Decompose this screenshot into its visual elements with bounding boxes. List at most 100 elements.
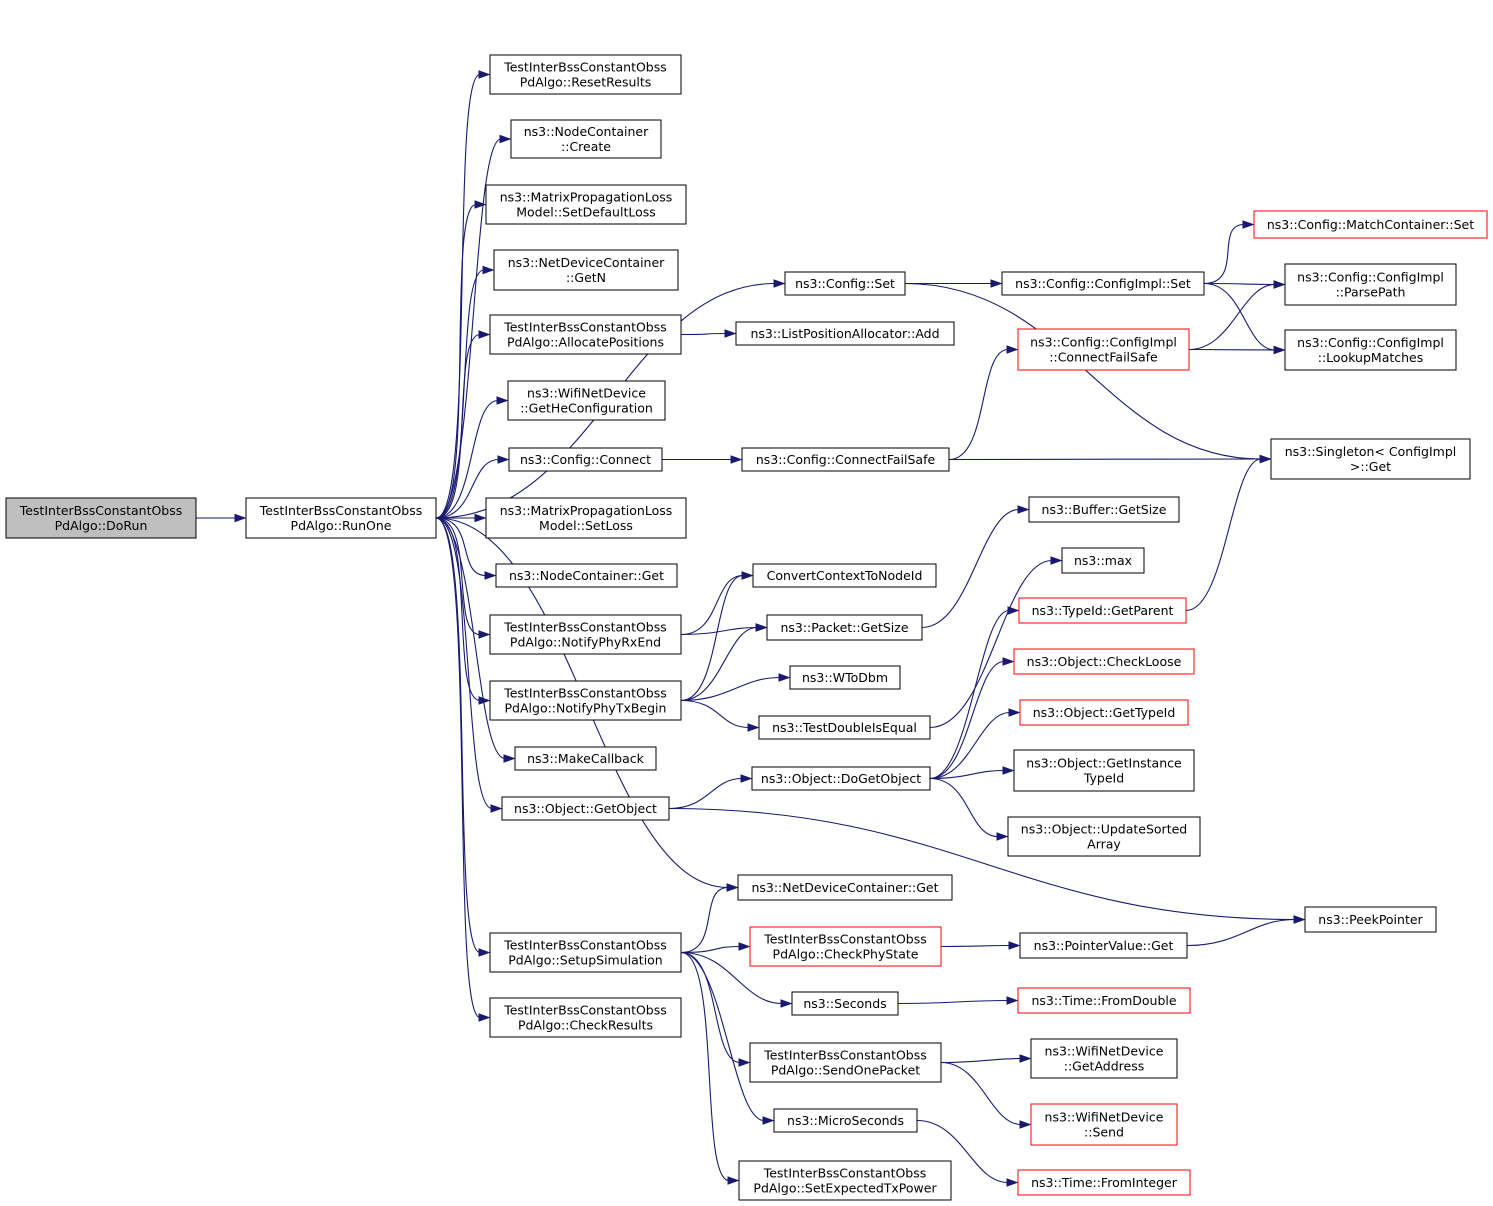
node-lookupMatches[interactable]: ns3::Config::ConfigImpl::LookupMatches [1284, 329, 1457, 371]
node-box-getObject[interactable] [501, 796, 670, 821]
node-makeCallback[interactable]: ns3::MakeCallback [514, 746, 657, 771]
node-box-timeFromInteger[interactable] [1017, 1169, 1191, 1196]
node-configImplSet[interactable]: ns3::Config::ConfigImpl::Set [1001, 271, 1205, 296]
node-box-seconds[interactable] [791, 991, 899, 1016]
node-box-nodeContainerGet[interactable] [495, 563, 678, 588]
node-box-checkLoose[interactable] [1013, 648, 1195, 675]
node-box-doRun[interactable] [5, 497, 197, 539]
node-box-configConnectFailSafe[interactable] [741, 447, 950, 472]
node-getObject[interactable]: ns3::Object::GetObject [501, 796, 670, 821]
node-setDefaultLoss[interactable]: ns3::MatrixPropagationLossModel::SetDefa… [485, 184, 687, 225]
node-nodeContainerGet[interactable]: ns3::NodeContainer::Get [495, 563, 678, 588]
node-microSeconds[interactable]: ns3::MicroSeconds [773, 1108, 918, 1133]
node-box-typeIdGetParent[interactable] [1018, 597, 1187, 624]
node-box-matchContainerSet[interactable] [1253, 210, 1488, 239]
node-box-peekPointer[interactable] [1304, 906, 1437, 933]
node-box-configImplSet[interactable] [1001, 271, 1205, 296]
node-box-max[interactable] [1061, 547, 1145, 574]
node-typeIdGetParent[interactable]: ns3::TypeId::GetParent [1018, 597, 1187, 624]
node-checkResults[interactable]: TestInterBssConstantObssPdAlgo::CheckRes… [489, 997, 682, 1038]
node-setExpectedTxPower[interactable]: TestInterBssConstantObssPdAlgo::SetExpec… [738, 1160, 952, 1201]
node-resetResults[interactable]: TestInterBssConstantObssPdAlgo::ResetRes… [489, 54, 682, 95]
node-configConnect[interactable]: ns3::Config::Connect [508, 447, 663, 472]
node-box-nodeContainerCreate[interactable] [510, 119, 662, 159]
node-box-packetGetSize[interactable] [766, 614, 923, 641]
node-box-wifiSend[interactable] [1030, 1103, 1178, 1146]
node-box-microSeconds[interactable] [773, 1108, 918, 1133]
node-configImplConnectFailSafe[interactable]: ns3::Config::ConfigImpl::ConnectFailSafe [1017, 328, 1190, 371]
node-box-notifyPhyTxBegin[interactable] [489, 680, 682, 721]
node-nodeContainerCreate[interactable]: ns3::NodeContainer::Create [510, 119, 662, 159]
node-box-setExpectedTxPower[interactable] [738, 1160, 952, 1201]
node-sendOnePacket[interactable]: TestInterBssConstantObssPdAlgo::SendOneP… [749, 1042, 942, 1083]
node-max[interactable]: ns3::max [1061, 547, 1145, 574]
node-box-pointerValueGet[interactable] [1019, 932, 1188, 959]
node-box-configSet[interactable] [784, 271, 906, 296]
node-netDeviceContainerGet[interactable]: ns3::NetDeviceContainer::Get [737, 874, 953, 901]
node-getN[interactable]: ns3::NetDeviceContainer::GetN [493, 249, 679, 291]
node-box-convertContext[interactable] [752, 563, 937, 588]
node-box-allocatePositions[interactable] [489, 314, 682, 355]
node-checkPhyState[interactable]: TestInterBssConstantObssPdAlgo::CheckPhy… [749, 926, 942, 967]
node-notifyPhyTxBegin[interactable]: TestInterBssConstantObssPdAlgo::NotifyPh… [489, 680, 682, 721]
node-box-testDoubleIsEqual[interactable] [758, 715, 931, 740]
node-timeFromDouble[interactable]: ns3::Time::FromDouble [1017, 987, 1191, 1014]
node-matchContainerSet[interactable]: ns3::Config::MatchContainer::Set [1253, 210, 1488, 239]
node-box-timeFromDouble[interactable] [1017, 987, 1191, 1014]
node-box-setDefaultLoss[interactable] [485, 184, 687, 225]
node-box-setLoss[interactable] [485, 497, 687, 539]
node-checkLoose[interactable]: ns3::Object::CheckLoose [1013, 648, 1195, 675]
node-box-netDeviceContainerGet[interactable] [737, 874, 953, 901]
node-box-updateSortedArray[interactable] [1007, 816, 1201, 857]
node-convertContext[interactable]: ConvertContextToNodeId [752, 563, 937, 588]
node-configSet[interactable]: ns3::Config::Set [784, 271, 906, 296]
node-box-notifyPhyRxEnd[interactable] [489, 614, 682, 655]
node-peekPointer[interactable]: ns3::PeekPointer [1304, 906, 1437, 933]
node-packetGetSize[interactable]: ns3::Packet::GetSize [766, 614, 923, 641]
node-getTypeId[interactable]: ns3::Object::GetTypeId [1019, 699, 1189, 726]
node-box-configImplConnectFailSafe[interactable] [1017, 328, 1190, 371]
node-pointerValueGet[interactable]: ns3::PointerValue::Get [1019, 932, 1188, 959]
node-box-checkResults[interactable] [489, 997, 682, 1038]
node-box-sendOnePacket[interactable] [749, 1042, 942, 1083]
node-configConnectFailSafe[interactable]: ns3::Config::ConnectFailSafe [741, 447, 950, 472]
node-wToDbm[interactable]: ns3::WToDbm [789, 665, 901, 690]
node-box-doGetObject[interactable] [751, 766, 931, 791]
node-timeFromInteger[interactable]: ns3::Time::FromInteger [1017, 1169, 1191, 1196]
node-notifyPhyRxEnd[interactable]: TestInterBssConstantObssPdAlgo::NotifyPh… [489, 614, 682, 655]
node-box-configConnect[interactable] [508, 447, 663, 472]
node-box-resetResults[interactable] [489, 54, 682, 95]
node-seconds[interactable]: ns3::Seconds [791, 991, 899, 1016]
node-box-getN[interactable] [493, 249, 679, 291]
node-box-setupSimulation[interactable] [489, 932, 682, 973]
node-getHeConfiguration[interactable]: ns3::WifiNetDevice::GetHeConfiguration [507, 380, 666, 421]
node-box-lookupMatches[interactable] [1284, 329, 1457, 371]
node-allocatePositions[interactable]: TestInterBssConstantObssPdAlgo::Allocate… [489, 314, 682, 355]
node-doGetObject[interactable]: ns3::Object::DoGetObject [751, 766, 931, 791]
node-wifiGetAddress[interactable]: ns3::WifiNetDevice::GetAddress [1030, 1038, 1178, 1079]
node-box-parsePath[interactable] [1284, 263, 1457, 306]
node-parsePath[interactable]: ns3::Config::ConfigImpl::ParsePath [1284, 263, 1457, 306]
node-box-getTypeId[interactable] [1019, 699, 1189, 726]
node-bufferGetSize[interactable]: ns3::Buffer::GetSize [1028, 496, 1180, 523]
node-box-getInstanceTypeId[interactable] [1013, 749, 1195, 792]
node-box-makeCallback[interactable] [514, 746, 657, 771]
node-box-listPosAdd[interactable] [735, 321, 955, 346]
node-box-wifiGetAddress[interactable] [1030, 1038, 1178, 1079]
node-listPosAdd[interactable]: ns3::ListPositionAllocator::Add [735, 321, 955, 346]
node-wifiSend[interactable]: ns3::WifiNetDevice::Send [1030, 1103, 1178, 1146]
node-box-bufferGetSize[interactable] [1028, 496, 1180, 523]
node-box-wToDbm[interactable] [789, 665, 901, 690]
node-box-getHeConfiguration[interactable] [507, 380, 666, 421]
node-box-runOne[interactable] [245, 497, 437, 539]
node-setupSimulation[interactable]: TestInterBssConstantObssPdAlgo::SetupSim… [489, 932, 682, 973]
node-singletonGet[interactable]: ns3::Singleton< ConfigImpl>::Get [1270, 438, 1471, 480]
node-box-checkPhyState[interactable] [749, 926, 942, 967]
node-testDoubleIsEqual[interactable]: ns3::TestDoubleIsEqual [758, 715, 931, 740]
node-box-singletonGet[interactable] [1270, 438, 1471, 480]
